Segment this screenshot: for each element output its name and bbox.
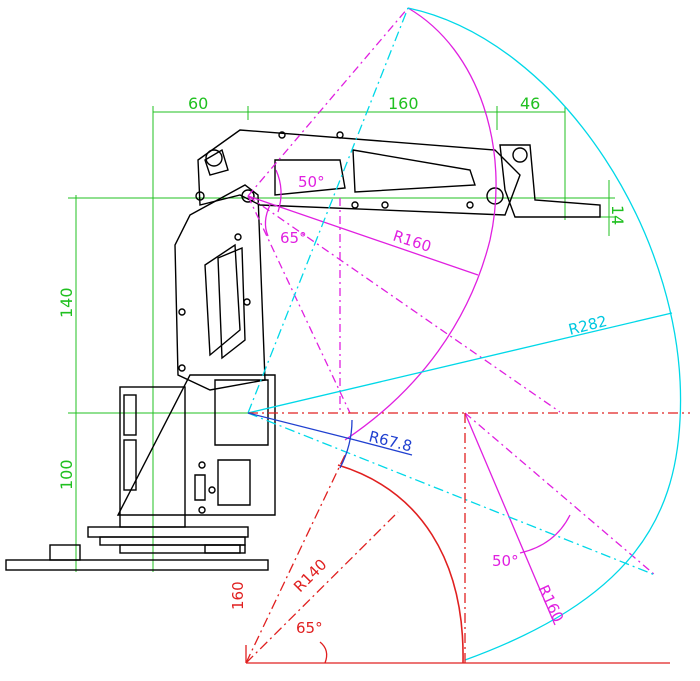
angle-label-65-upper: 65° [280,229,307,247]
dimension-label-60: 60 [188,94,208,113]
radius-label-r160-upper: R160 [391,227,434,256]
lower-range-red [245,412,690,664]
radius-label-r67-8: R67.8 [367,427,414,455]
outer-reach-cyan [247,7,682,661]
minor-radius-blue [247,412,413,469]
radius-label-r140: R140 [290,555,330,595]
dimension-lines [68,106,615,572]
dimension-label-46: 46 [520,94,540,113]
radius-label-r160-lower: R160 [534,582,567,625]
angle-label-65-lower: 65° [296,619,323,637]
robot-arm-outline [5,129,601,571]
dimension-label-100: 100 [57,459,76,490]
radius-label-r282: R282 [567,312,609,339]
upper-reach-magenta [247,7,656,626]
dimension-label-160-top: 160 [388,94,419,113]
angle-label-50-lower: 50° [492,552,519,570]
dimension-label-14: 14 [608,205,627,225]
dimension-label-160-bottom: 160 [229,581,247,610]
angle-label-50-upper: 50° [298,173,325,191]
dimension-label-140: 140 [57,287,76,318]
